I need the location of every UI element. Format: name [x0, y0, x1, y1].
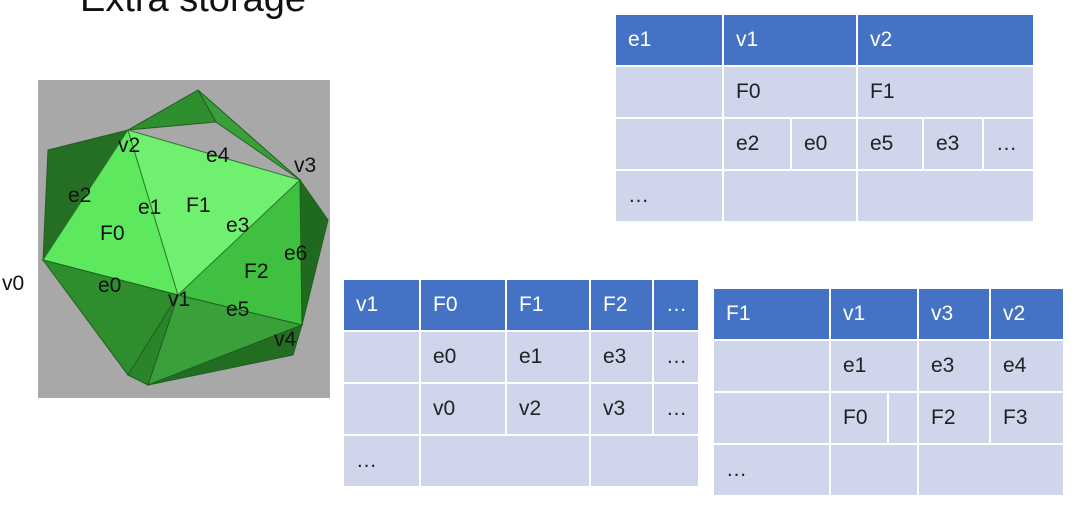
- cell: …: [652, 382, 700, 436]
- cell: …: [712, 443, 831, 497]
- cell: e1: [505, 330, 591, 384]
- header-cell: F1: [505, 278, 591, 332]
- cell: [887, 391, 919, 445]
- cell: …: [614, 169, 724, 223]
- cell: [589, 434, 700, 488]
- edge-table-row-more: …: [614, 169, 1035, 223]
- header-cell: F2: [589, 278, 654, 332]
- cell: F3: [989, 391, 1065, 445]
- header-cell: …: [652, 278, 700, 332]
- label-v4: v4: [274, 328, 297, 351]
- cell: [856, 169, 1035, 223]
- header-cell: v2: [856, 13, 1035, 67]
- cell: e5: [856, 117, 924, 171]
- edge-table-row-edges: e2 e0 e5 e3 …: [614, 117, 1035, 171]
- face-table-header: F1 v1 v3 v2: [712, 287, 1065, 341]
- label-e4: e4: [206, 144, 230, 167]
- cell: v2: [505, 382, 591, 436]
- header-cell: F0: [419, 278, 507, 332]
- cell: e4: [989, 339, 1065, 393]
- cell: e3: [922, 117, 984, 171]
- face-table-row-edges: e1 e3 e4: [712, 339, 1065, 393]
- cell: e2: [722, 117, 792, 171]
- label-e5: e5: [226, 298, 249, 321]
- cell: [614, 117, 724, 171]
- face-table-row-faces: F0 F2 F3: [712, 391, 1065, 445]
- cell: …: [652, 330, 700, 384]
- cell: F0: [722, 65, 858, 119]
- cell: [917, 443, 1065, 497]
- vertex-table-row-edges: e0 e1 e3 …: [342, 330, 700, 384]
- label-F1: F1: [186, 194, 211, 217]
- face-right: [299, 178, 329, 326]
- label-e6: e6: [284, 242, 307, 265]
- edge-table-row-faces: F0 F1: [614, 65, 1035, 119]
- cell: [829, 443, 919, 497]
- vertex-table-header: v1 F0 F1 F2 …: [342, 278, 700, 332]
- cell: e1: [829, 339, 919, 393]
- label-e2: e2: [68, 184, 91, 207]
- label-F0: F0: [100, 222, 125, 245]
- edge-table: e1 v1 v2 F0 F1 e2 e0 e5 e3 … …: [614, 13, 1035, 223]
- cell: e3: [589, 330, 654, 384]
- slide-title: Extra storage: [80, 0, 306, 21]
- header-cell: v1: [829, 287, 919, 341]
- cell: [614, 65, 724, 119]
- header-cell: v1: [722, 13, 858, 67]
- header-cell: e1: [614, 13, 724, 67]
- cell: [712, 391, 831, 445]
- face-table-row-more: …: [712, 443, 1065, 497]
- cell: [722, 169, 858, 223]
- label-e0: e0: [98, 274, 121, 297]
- edge-table-header: e1 v1 v2: [614, 13, 1035, 67]
- header-cell: v2: [989, 287, 1065, 341]
- cell: F2: [917, 391, 991, 445]
- label-v0: v0: [2, 272, 24, 295]
- v0-label-holder: v0: [2, 272, 24, 295]
- label-v3: v3: [294, 154, 316, 177]
- vertex-table-row-vertices: v0 v2 v3 …: [342, 382, 700, 436]
- label-F2: F2: [244, 260, 269, 283]
- cell: [342, 330, 421, 384]
- header-cell: F1: [712, 287, 831, 341]
- face-table: F1 v1 v3 v2 e1 e3 e4 F0 F2 F3 …: [712, 287, 1065, 497]
- icosahedron-figure: v2 e4 v3 e2 e1 F1 e3 F0 e6 F2 e0 v1 e5 v…: [38, 80, 330, 398]
- cell: F1: [856, 65, 1035, 119]
- cell: …: [982, 117, 1035, 171]
- face-top-right: [197, 89, 301, 181]
- label-e3: e3: [226, 214, 249, 237]
- cell: [342, 382, 421, 436]
- icosahedron-drawing: v2 e4 v3 e2 e1 F1 e3 F0 e6 F2 e0 v1 e5 v…: [41, 89, 329, 386]
- vertex-table-row-more: …: [342, 434, 700, 488]
- cell: e0: [419, 330, 507, 384]
- cell: v3: [589, 382, 654, 436]
- cell: e0: [790, 117, 858, 171]
- header-cell: v3: [917, 287, 991, 341]
- vertex-table: v1 F0 F1 F2 … e0 e1 e3 … v0 v2 v3 … …: [342, 278, 700, 488]
- cell: …: [342, 434, 421, 488]
- label-v2: v2: [118, 134, 140, 157]
- face-bottom-right: [147, 324, 303, 386]
- cell: F0: [829, 391, 889, 445]
- label-v1: v1: [168, 288, 190, 311]
- cell: [712, 339, 831, 393]
- cell: [419, 434, 591, 488]
- cell: v0: [419, 382, 507, 436]
- cell: e3: [917, 339, 991, 393]
- header-cell: v1: [342, 278, 421, 332]
- face-bottom: [127, 294, 179, 386]
- label-e1: e1: [138, 196, 161, 219]
